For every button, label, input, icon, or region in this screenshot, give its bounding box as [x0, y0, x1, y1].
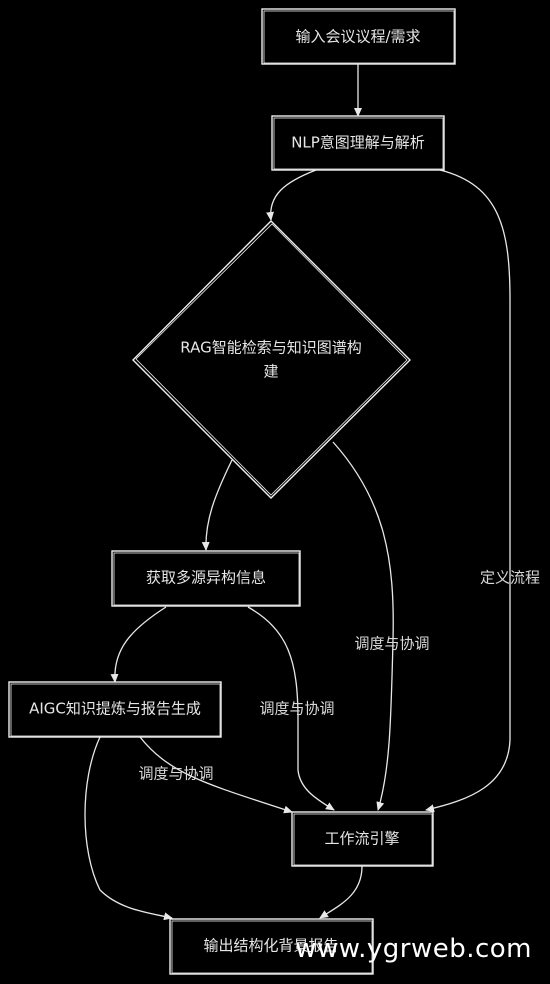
node-output-label: 输出结构化背景报告	[203, 937, 338, 955]
node-aigc	[8, 681, 222, 738]
node-fetch	[111, 550, 301, 607]
node-engine	[291, 811, 434, 867]
node-input-label: 输入会议议程/需求	[295, 28, 420, 46]
edge-label-schedule-aigc: 调度与协调	[138, 765, 213, 783]
node-nlp	[271, 115, 445, 171]
node-input	[261, 8, 456, 65]
edge-label-schedule-fetch: 调度与协调	[259, 700, 334, 718]
node-fetch-label: 获取多源异构信息	[146, 569, 266, 587]
edge-fetch-to-aigc	[110, 606, 167, 683]
edge-aigc-to-output	[84, 736, 173, 921]
node-rag	[132, 220, 411, 499]
node-nlp-label: NLP意图理解与解析	[291, 134, 425, 152]
edge-fetch-to-engine	[247, 606, 335, 811]
edge-rag-to-engine	[332, 441, 394, 811]
node-rag-label-line2: 建	[263, 363, 278, 381]
edge-label-define-flow: 定义流程	[480, 569, 540, 587]
node-output	[169, 918, 374, 975]
node-aigc-label: AIGC知识提炼与报告生成	[29, 700, 201, 718]
edge-nlp-to-rag	[266, 169, 317, 221]
edge-rag-to-fetch	[201, 459, 233, 551]
edge-nlp-to-engine	[425, 169, 511, 813]
node-engine-label: 工作流引擎	[324, 830, 399, 848]
edge-engine-to-output	[319, 865, 363, 919]
node-rag-label-line1: RAG智能检索与知识图谱构	[180, 339, 361, 357]
edge-aigc-to-engine	[139, 736, 293, 814]
watermark: www.ygrweb.com	[295, 934, 532, 964]
edge-label-schedule-rag: 调度与协调	[354, 635, 429, 653]
